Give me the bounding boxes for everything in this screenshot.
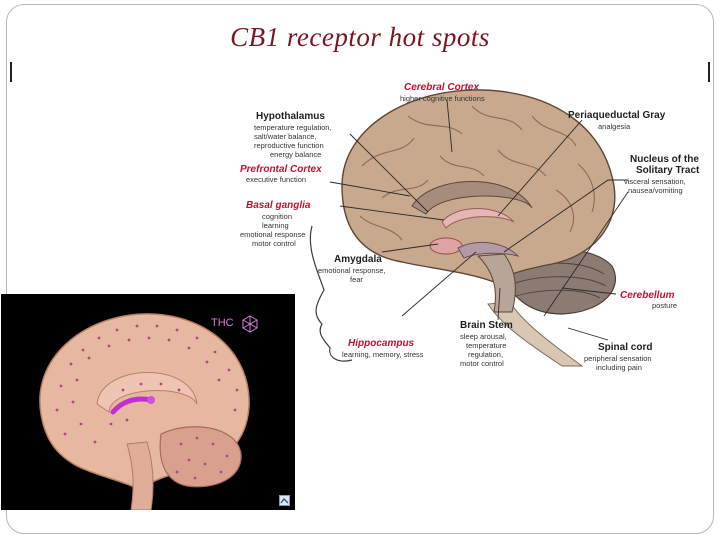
svg-text:Prefrontal Cortex: Prefrontal Cortex	[240, 164, 322, 175]
label-spinal-cord: Spinal cord peripheral sensation includi…	[584, 342, 652, 372]
label-nucleus-solitary-tract: Nucleus of the Solitary Tract visceral s…	[624, 154, 700, 195]
label-cerebellum: Cerebellum posture	[620, 290, 677, 310]
label-brain-stem: Brain Stem sleep arousal, temperature re…	[460, 320, 513, 368]
label-prefrontal-cortex: Prefrontal Cortex executive function	[240, 164, 322, 184]
svg-text:including pain: including pain	[596, 363, 642, 372]
svg-text:reproductive function: reproductive function	[254, 141, 324, 150]
leader-lines	[329, 99, 629, 341]
svg-text:Periaqueductal Gray: Periaqueductal Gray	[568, 110, 666, 121]
label-periaqueductal-gray: Periaqueductal Gray analgesia	[568, 110, 666, 131]
label-amygdala: Amygdala emotional response, fear	[318, 254, 386, 284]
corpus-callosum	[411, 181, 533, 215]
label-basal-ganglia: Basal ganglia cognition learning emotion…	[240, 200, 311, 248]
svg-text:nausea/vomiting: nausea/vomiting	[628, 186, 683, 195]
svg-text:analgesia: analgesia	[598, 122, 631, 131]
cb1-receptor-dots	[55, 324, 239, 480]
label-hippocampus: Hippocampus learning, memory, stress	[342, 338, 424, 359]
thc-brain-illustration	[39, 313, 250, 510]
basal-ganglia-shape	[441, 208, 515, 229]
head-profile-outline	[309, 225, 353, 362]
svg-text:emotional response: emotional response	[240, 230, 305, 239]
thc-brain-panel: THC	[1, 294, 295, 510]
thc-brain-stem	[126, 441, 154, 510]
svg-text:cognition: cognition	[262, 212, 292, 221]
svg-text:regulation,: regulation,	[468, 350, 503, 359]
thc-label: THC	[211, 317, 234, 329]
thc-cerebellum	[159, 426, 242, 488]
svg-text:sleep arousal,: sleep arousal,	[460, 332, 507, 341]
amygdala-shape	[429, 237, 463, 255]
svg-text:energy balance: energy balance	[270, 150, 321, 159]
svg-text:fear: fear	[350, 275, 363, 284]
svg-text:salt/water balance,: salt/water balance,	[254, 132, 317, 141]
svg-text:executive function: executive function	[246, 175, 306, 184]
svg-text:visceral sensation,: visceral sensation,	[624, 177, 686, 186]
svg-text:Hippocampus: Hippocampus	[348, 338, 415, 349]
svg-text:Cerebellum: Cerebellum	[620, 290, 675, 301]
svg-text:peripheral sensation: peripheral sensation	[584, 354, 652, 363]
thc-inner-ring	[96, 372, 198, 413]
svg-text:Solitary Tract: Solitary Tract	[636, 165, 700, 176]
thc-molecule-icon	[242, 315, 258, 333]
media-control-icon[interactable]	[279, 495, 290, 506]
svg-text:Nucleus of the: Nucleus of the	[630, 154, 699, 165]
labeled-brain-diagram: Cerebral Cortex higher cognitive functio…	[240, 82, 700, 372]
svg-text:emotional response,: emotional response,	[318, 266, 386, 275]
svg-text:Basal ganglia: Basal ganglia	[246, 200, 311, 211]
svg-text:Amygdala: Amygdala	[334, 254, 382, 265]
svg-text:posture: posture	[652, 301, 677, 310]
svg-text:learning: learning	[262, 221, 289, 230]
svg-text:motor control: motor control	[460, 359, 504, 368]
thc-binding-node	[147, 396, 155, 404]
right-edge-tick	[708, 62, 710, 82]
svg-text:temperature: temperature	[466, 341, 506, 350]
cortex-gyri	[359, 105, 595, 241]
svg-text:Brain Stem: Brain Stem	[460, 320, 513, 331]
svg-text:temperature regulation,: temperature regulation,	[254, 123, 332, 132]
svg-text:Spinal cord: Spinal cord	[598, 342, 652, 353]
brain-stem-shape	[476, 253, 516, 313]
label-cerebral-cortex: Cerebral Cortex higher cognitive functio…	[400, 82, 485, 103]
label-hypothalamus: Hypothalamus temperature regulation, sal…	[254, 111, 332, 159]
svg-text:Hypothalamus: Hypothalamus	[256, 111, 325, 122]
slide-title: CB1 receptor hot spots	[230, 22, 490, 52]
svg-text:learning, memory, stress: learning, memory, stress	[342, 350, 424, 359]
svg-text:higher cognitive functions: higher cognitive functions	[400, 94, 485, 103]
left-edge-tick	[10, 62, 12, 82]
spinal-cord-shape	[487, 301, 584, 367]
svg-text:Cerebral Cortex: Cerebral Cortex	[404, 82, 479, 93]
svg-text:motor control: motor control	[252, 239, 296, 248]
